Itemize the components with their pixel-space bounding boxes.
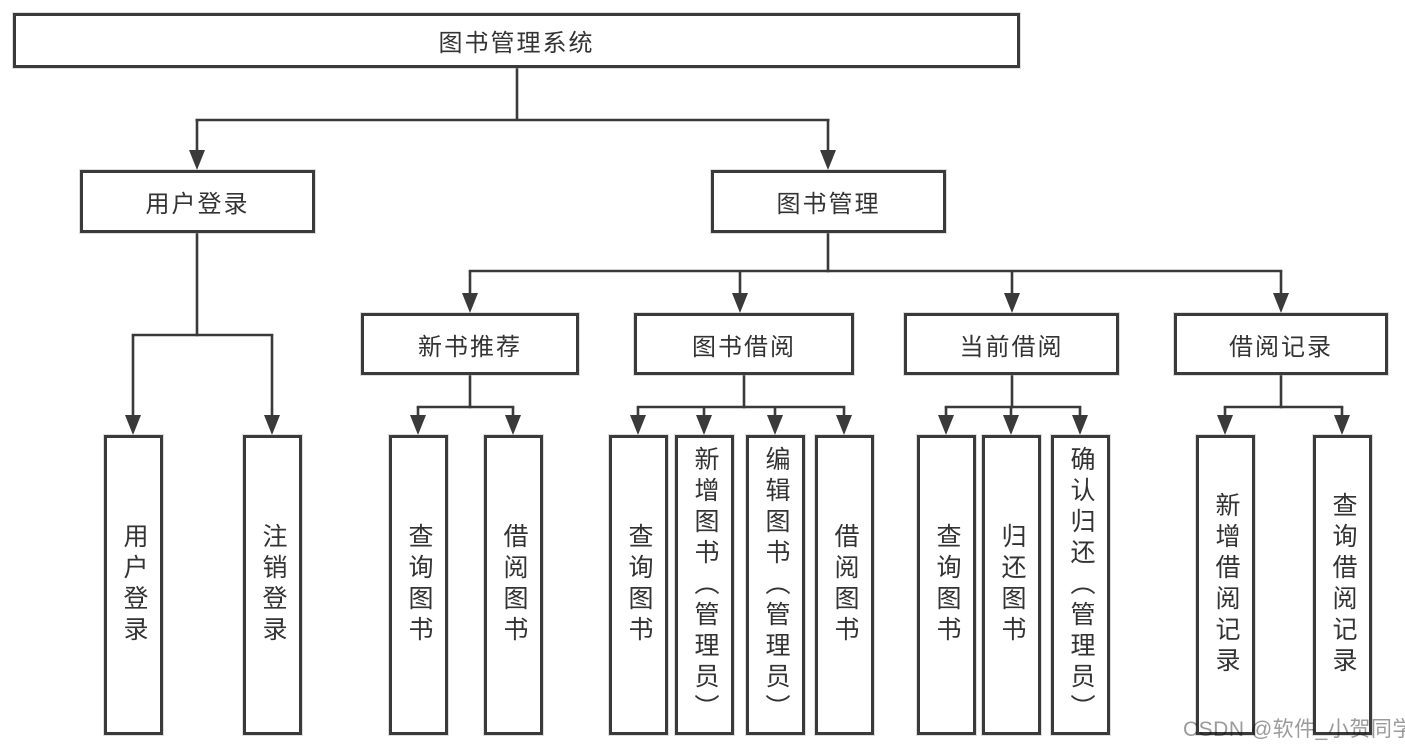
node-current-borrowing-label: 当前借阅 — [959, 333, 1064, 361]
leaf-query-book-recommend-label: 查询图书 — [405, 523, 433, 647]
node-user-login: 用户登录 — [80, 170, 315, 233]
leaf-query-book-current: 查询图书 — [917, 435, 976, 735]
node-book-management-label: 图书管理 — [776, 191, 881, 218]
leaf-edit-book-admin: 编辑图书（管理员） — [746, 435, 805, 735]
node-borrow-records: 借阅记录 — [1174, 313, 1388, 375]
node-user-login-label: 用户登录 — [145, 191, 250, 218]
node-book-borrowing: 图书借阅 — [634, 313, 854, 375]
leaf-query-book-current-label: 查询图书 — [933, 523, 961, 647]
leaf-confirm-return-admin-label: 确认归还（管理员） — [1067, 445, 1095, 725]
leaf-user-login-label: 用户登录 — [120, 523, 148, 647]
leaf-query-book-borrow: 查询图书 — [609, 435, 668, 735]
leaf-add-borrow-record: 新增借阅记录 — [1196, 435, 1255, 735]
node-book-borrowing-label: 图书借阅 — [692, 333, 796, 361]
leaf-query-borrow-record: 查询借阅记录 — [1313, 435, 1372, 735]
leaf-add-book-admin: 新增图书（管理员） — [675, 435, 734, 735]
node-borrow-records-label: 借阅记录 — [1229, 333, 1333, 361]
leaf-logout: 注销登录 — [243, 435, 302, 735]
leaf-edit-book-admin-label: 编辑图书（管理员） — [762, 445, 790, 725]
leaf-return-book: 归还图书 — [982, 435, 1041, 735]
node-current-borrowing: 当前借阅 — [904, 313, 1119, 375]
leaf-return-book-label: 归还图书 — [998, 523, 1026, 647]
leaf-query-book-borrow-label: 查询图书 — [625, 523, 653, 647]
node-new-book-recommend-label: 新书推荐 — [418, 333, 522, 361]
leaf-borrow-book: 借阅图书 — [815, 435, 874, 735]
leaf-logout-label: 注销登录 — [259, 523, 287, 647]
csdn-watermark: CSDN @软件_小贺同学 — [1183, 718, 1405, 741]
leaf-borrow-book-recommend: 借阅图书 — [484, 435, 543, 735]
node-root: 图书管理系统 — [13, 13, 1020, 68]
node-new-book-recommend: 新书推荐 — [361, 313, 579, 375]
node-root-label: 图书管理系统 — [438, 30, 595, 57]
leaf-query-borrow-record-label: 查询借阅记录 — [1329, 492, 1357, 678]
leaf-add-book-admin-label: 新增图书（管理员） — [691, 445, 719, 725]
leaf-confirm-return-admin: 确认归还（管理员） — [1051, 435, 1110, 735]
leaf-add-borrow-record-label: 新增借阅记录 — [1212, 492, 1240, 678]
leaf-borrow-book-recommend-label: 借阅图书 — [500, 523, 528, 647]
leaf-user-login: 用户登录 — [104, 435, 163, 735]
leaf-query-book-recommend: 查询图书 — [389, 435, 448, 735]
node-book-management: 图书管理 — [711, 170, 946, 233]
leaf-borrow-book-label: 借阅图书 — [831, 523, 859, 647]
